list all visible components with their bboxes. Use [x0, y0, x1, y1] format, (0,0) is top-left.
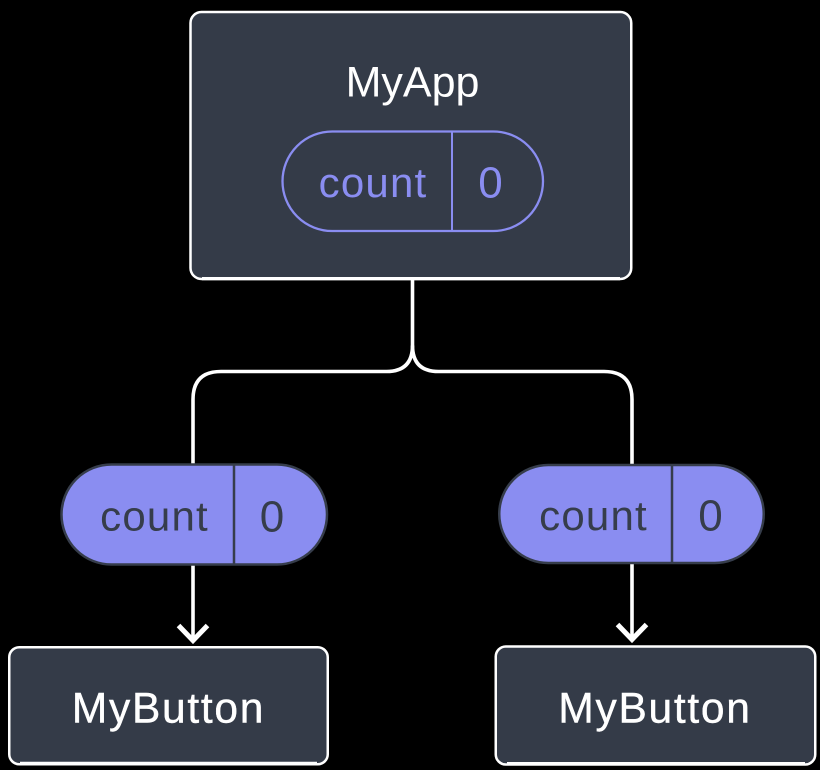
- svg-text:count: count: [539, 492, 648, 539]
- svg-text:count: count: [319, 159, 428, 206]
- svg-text:MyButton: MyButton: [558, 686, 751, 733]
- svg-text:MyApp: MyApp: [346, 59, 480, 107]
- svg-text:count: count: [100, 493, 209, 540]
- svg-text:MyButton: MyButton: [72, 686, 265, 733]
- svg-text:0: 0: [478, 159, 502, 208]
- svg-text:0: 0: [698, 492, 722, 541]
- svg-text:0: 0: [260, 493, 284, 542]
